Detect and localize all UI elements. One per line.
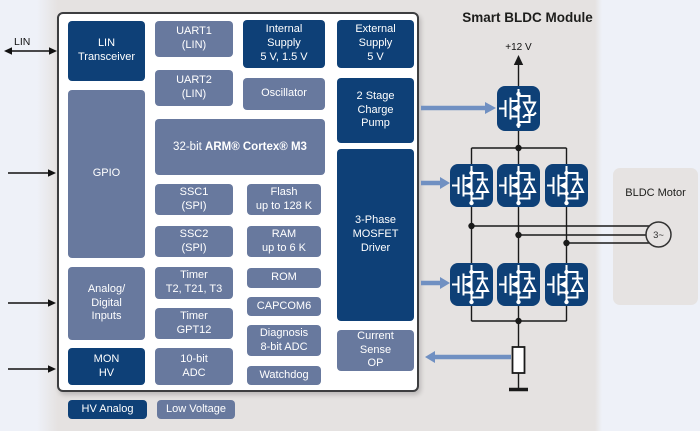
block-ram: RAM up to 6 K — [247, 226, 321, 257]
block-oscillator: Oscillator — [243, 78, 325, 110]
block-analog-digital-inputs: Analog/ Digital Inputs — [68, 267, 145, 340]
block-timer-t2-t21-t3: Timer T2, T21, T3 — [155, 267, 233, 299]
legend-hv-analog: HV Analog — [68, 400, 147, 419]
highside-mosfet-3 — [545, 164, 588, 207]
block-timer-gpt12: Timer GPT12 — [155, 308, 233, 339]
block-10bit-adc: 10-bit ADC — [155, 348, 233, 385]
mon-hv-input-arrow — [8, 365, 56, 373]
block-current-sense-op: Current Sense OP — [337, 330, 414, 371]
left-background-strip — [0, 0, 37, 431]
current-sense-feedback-arrow — [425, 351, 511, 363]
analog-input-arrow — [8, 299, 56, 307]
block-charge-pump: 2 Stage Charge Pump — [337, 78, 414, 143]
block-ssc2: SSC2 (SPI) — [155, 226, 233, 257]
block-rom: ROM — [247, 268, 321, 288]
driver-to-highside-arrow — [421, 177, 450, 189]
highside-mosfet-2 — [497, 164, 540, 207]
shunt-resistor — [511, 346, 526, 374]
arm-label: 32-bit ARM® Cortex® M3 — [173, 140, 307, 153]
block-uart2: UART2 (LIN) — [155, 70, 233, 106]
left-strip-fade — [37, 0, 58, 431]
block-gpio: GPIO — [68, 90, 145, 258]
legend-low-voltage: Low Voltage — [157, 400, 235, 419]
lin-bidirectional-arrow — [4, 47, 57, 55]
driver-to-lowside-arrow — [421, 277, 450, 289]
block-watchdog: Watchdog — [247, 366, 321, 385]
junction-dots — [468, 144, 570, 325]
block-capcom6: CAPCOM6 — [247, 297, 321, 316]
block-ssc1: SSC1 (SPI) — [155, 184, 233, 215]
motor-3phase-circle: 3~ — [645, 221, 672, 248]
lowside-mosfet-1 — [450, 263, 493, 306]
charge-pump-to-fet-arrow — [421, 102, 496, 114]
block-arm-cortex-m3: 32-bit ARM® Cortex® M3 — [155, 119, 325, 175]
block-mon-hv: MON HV — [68, 348, 145, 385]
svg-text:3~: 3~ — [653, 230, 664, 241]
reverse-protection-mosfet — [497, 86, 540, 131]
supply-12v-arrow — [513, 55, 524, 87]
block-external-supply: External Supply 5 V — [337, 20, 414, 68]
block-flash: Flash up to 128 K — [247, 184, 321, 215]
highside-mosfet-1 — [450, 164, 493, 207]
lowside-mosfet-3 — [545, 263, 588, 306]
lowside-mosfet-2 — [497, 263, 540, 306]
block-lin-transceiver: LIN Transceiver — [68, 21, 145, 81]
block-3phase-mosfet-driver: 3-Phase MOSFET Driver — [337, 149, 414, 321]
right-strip-fade — [595, 0, 602, 431]
gpio-input-arrow — [8, 169, 56, 177]
block-internal-supply: Internal Supply 5 V, 1.5 V — [243, 20, 325, 68]
block-diagnosis-adc: Diagnosis 8-bit ADC — [247, 325, 321, 356]
bldc-motor-label: BLDC Motor — [625, 187, 686, 199]
block-uart1: UART1 (LIN) — [155, 21, 233, 57]
